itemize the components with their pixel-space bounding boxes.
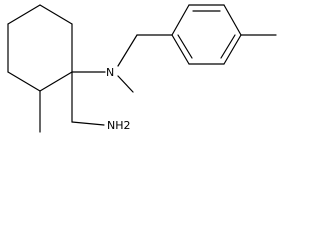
aromatic-inner-bond — [220, 34, 236, 59]
bond — [7, 4, 41, 25]
bond — [7, 71, 41, 92]
n-methyl-bond — [117, 75, 134, 93]
bond — [39, 71, 73, 92]
cyclohexane-ring — [7, 4, 73, 92]
bond — [223, 4, 242, 36]
bond — [171, 34, 190, 65]
bond — [39, 4, 73, 25]
bond — [171, 4, 190, 36]
aromatic-inner-bond — [177, 34, 193, 59]
nh2-label: NH2 — [107, 119, 131, 132]
structure-diagram: NH2 N — [7, 4, 277, 133]
ch2-nh2-bond — [71, 121, 105, 126]
bond — [223, 34, 242, 65]
benzene-ring — [171, 4, 242, 65]
n-label: N — [106, 66, 114, 79]
n-ch2-bond — [117, 34, 138, 67]
